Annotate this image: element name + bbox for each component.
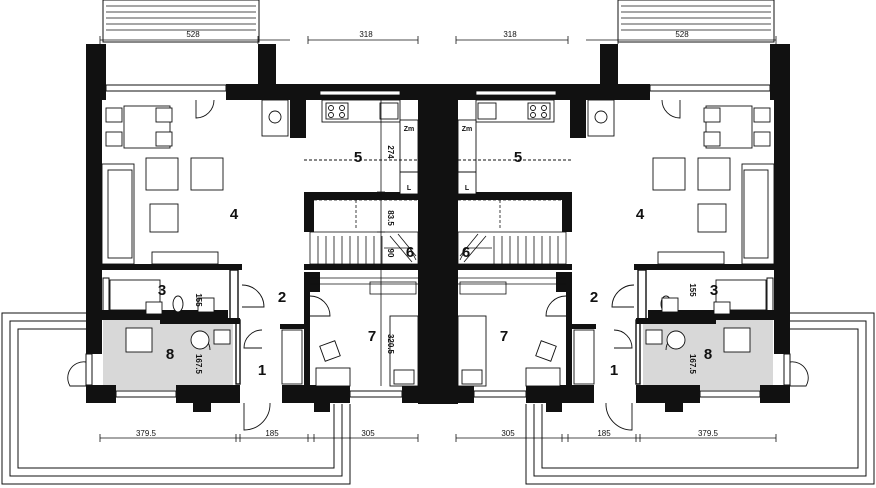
washing-machine-label-left: Zm bbox=[404, 126, 415, 133]
room-8-floor-right bbox=[643, 320, 773, 390]
dim-v-155-right: 155 bbox=[688, 283, 697, 297]
room-5-left: 5 bbox=[354, 149, 362, 166]
vertical-dimension-lines bbox=[377, 100, 385, 386]
dim-bottom-right-185: 185 bbox=[597, 429, 611, 438]
dim-bottom-left-3795: 379.5 bbox=[136, 429, 157, 438]
room-7-left: 7 bbox=[368, 328, 376, 345]
fridge-label-right: L bbox=[465, 185, 470, 192]
room-2-left: 2 bbox=[278, 289, 286, 306]
washing-machine-label-right: Zm bbox=[462, 126, 473, 133]
kitchen-right bbox=[457, 99, 615, 195]
room-3-left: 3 bbox=[158, 282, 166, 299]
room-3-right: 3 bbox=[710, 282, 718, 299]
room-1-right: 1 bbox=[610, 362, 618, 379]
living-furniture-left bbox=[101, 105, 224, 265]
bathroom-fixtures bbox=[109, 279, 767, 353]
room-2-right: 2 bbox=[590, 289, 598, 306]
living-furniture-right bbox=[652, 105, 775, 265]
room-8-right: 8 bbox=[704, 346, 712, 363]
windows bbox=[85, 84, 791, 398]
dim-bottom-right-3795: 379.5 bbox=[698, 429, 719, 438]
dim-top-right-528: 528 bbox=[675, 30, 689, 39]
dim-v-274: 274 bbox=[386, 145, 395, 159]
room-8-floor-left bbox=[103, 320, 233, 390]
dim-v-155-left: 155 bbox=[194, 293, 203, 307]
room-6-right: 6 bbox=[462, 244, 470, 261]
dim-v-3205: 320.5 bbox=[386, 334, 395, 355]
dim-v-1675-right: 167.5 bbox=[688, 354, 697, 375]
dim-bottom-left-185: 185 bbox=[265, 429, 279, 438]
staircase-right bbox=[457, 199, 567, 295]
room-6-left: 6 bbox=[406, 244, 414, 261]
dim-top-left-318: 318 bbox=[359, 30, 373, 39]
dim-v-1675-left: 167.5 bbox=[194, 354, 203, 375]
walls-left bbox=[86, 44, 458, 412]
room-5-right: 5 bbox=[514, 149, 522, 166]
bottom-dimension-lines bbox=[99, 434, 777, 442]
fridge-label-left: L bbox=[407, 185, 412, 192]
staircase-left bbox=[309, 199, 419, 295]
bedroom-furniture bbox=[281, 315, 595, 387]
dim-top-left-528: 528 bbox=[186, 30, 200, 39]
room-7-right: 7 bbox=[500, 328, 508, 345]
dim-v-90: 90 bbox=[386, 249, 395, 258]
dim-top-right-318: 318 bbox=[503, 30, 517, 39]
room-4-right: 4 bbox=[636, 206, 645, 223]
walls-right bbox=[418, 44, 790, 412]
top-dimension-lines bbox=[99, 36, 777, 44]
dim-bottom-right-305: 305 bbox=[501, 429, 515, 438]
dim-bottom-left-305: 305 bbox=[361, 429, 375, 438]
kitchen-left bbox=[261, 99, 419, 195]
room-1-left: 1 bbox=[258, 362, 266, 379]
dim-v-835: 83.5 bbox=[386, 210, 395, 226]
room-8-left: 8 bbox=[166, 346, 174, 363]
room-4-left: 4 bbox=[230, 206, 239, 223]
